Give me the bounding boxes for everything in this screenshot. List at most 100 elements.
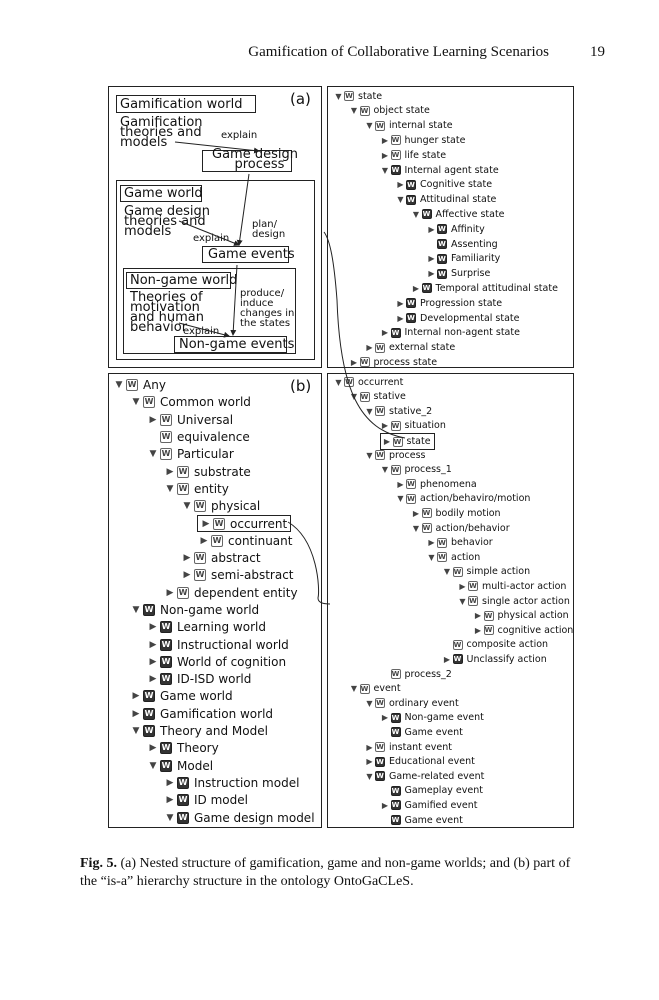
expand-triangle-icon[interactable]: ▼ <box>366 450 373 460</box>
expand-triangle-icon[interactable]: ▼ <box>132 604 140 615</box>
collapse-triangle-icon[interactable]: ▶ <box>397 180 404 190</box>
collapse-triangle-icon[interactable]: ▶ <box>474 625 482 635</box>
expand-triangle-icon[interactable]: ▼ <box>366 121 373 131</box>
expand-triangle-icon[interactable]: ▼ <box>132 397 140 408</box>
collapse-triangle-icon[interactable]: ▶ <box>381 135 389 145</box>
collapse-triangle-icon[interactable]: ▶ <box>183 553 191 563</box>
collapse-triangle-icon[interactable]: ▶ <box>149 656 157 667</box>
expand-triangle-icon[interactable]: ▼ <box>149 760 157 771</box>
collapse-triangle-icon[interactable]: ▶ <box>428 538 435 548</box>
collapse-triangle-icon[interactable]: ▶ <box>149 414 157 425</box>
collapse-triangle-icon[interactable]: ▶ <box>200 535 208 546</box>
expand-triangle-icon[interactable]: ▼ <box>397 494 404 504</box>
expand-triangle-icon[interactable]: ▼ <box>428 552 435 562</box>
expand-triangle-icon[interactable]: ▼ <box>166 812 174 823</box>
collapse-triangle-icon[interactable]: ▶ <box>132 691 140 702</box>
collapse-triangle-icon[interactable]: ▶ <box>149 639 157 650</box>
expand-triangle-icon[interactable]: ▼ <box>350 684 358 694</box>
expand-triangle-icon[interactable]: ▼ <box>381 465 389 475</box>
collapse-triangle-icon[interactable]: ▶ <box>428 224 435 234</box>
collapse-triangle-icon[interactable]: ▶ <box>381 328 389 338</box>
expand-triangle-icon[interactable]: ▼ <box>459 596 466 606</box>
collapse-triangle-icon[interactable]: ▶ <box>383 437 391 447</box>
collapse-triangle-icon[interactable]: ▶ <box>397 479 404 489</box>
collapse-triangle-icon[interactable]: ▶ <box>428 254 435 264</box>
collapse-triangle-icon[interactable]: ▶ <box>381 713 389 723</box>
collapse-triangle-icon[interactable]: ▶ <box>381 421 389 431</box>
collapse-triangle-icon[interactable]: ▶ <box>474 611 482 621</box>
expand-triangle-icon[interactable]: ▼ <box>335 377 342 387</box>
expand-triangle-icon[interactable]: ▼ <box>366 406 373 416</box>
collapse-triangle-icon[interactable]: ▶ <box>183 570 191 581</box>
expand-triangle-icon[interactable]: ▼ <box>166 483 174 494</box>
collapse-triangle-icon[interactable]: ▶ <box>381 150 389 160</box>
collapse-triangle-icon[interactable]: ▶ <box>443 654 451 664</box>
collapse-triangle-icon[interactable]: ▶ <box>132 708 140 719</box>
expand-triangle-icon[interactable]: ▼ <box>149 449 157 460</box>
expand-triangle-icon[interactable]: ▼ <box>366 771 373 781</box>
expand-triangle-icon[interactable]: ▼ <box>412 209 420 219</box>
collapse-triangle-icon[interactable]: ▶ <box>166 777 174 788</box>
collapse-triangle-icon[interactable]: ▶ <box>166 795 174 806</box>
expand-triangle-icon[interactable]: ▼ <box>132 726 140 736</box>
collapse-triangle-icon[interactable]: ▶ <box>366 742 373 752</box>
collapse-triangle-icon[interactable]: ▶ <box>459 581 466 591</box>
collapse-triangle-icon[interactable]: ▶ <box>202 518 210 529</box>
collapse-triangle-icon[interactable]: ▶ <box>412 508 420 518</box>
expand-triangle-icon[interactable]: ▼ <box>397 195 404 205</box>
expand-triangle-icon[interactable]: ▼ <box>412 523 420 533</box>
expand-triangle-icon[interactable]: ▼ <box>115 380 123 390</box>
expand-triangle-icon[interactable]: ▼ <box>335 91 342 101</box>
collapse-triangle-icon[interactable]: ▶ <box>166 466 174 477</box>
